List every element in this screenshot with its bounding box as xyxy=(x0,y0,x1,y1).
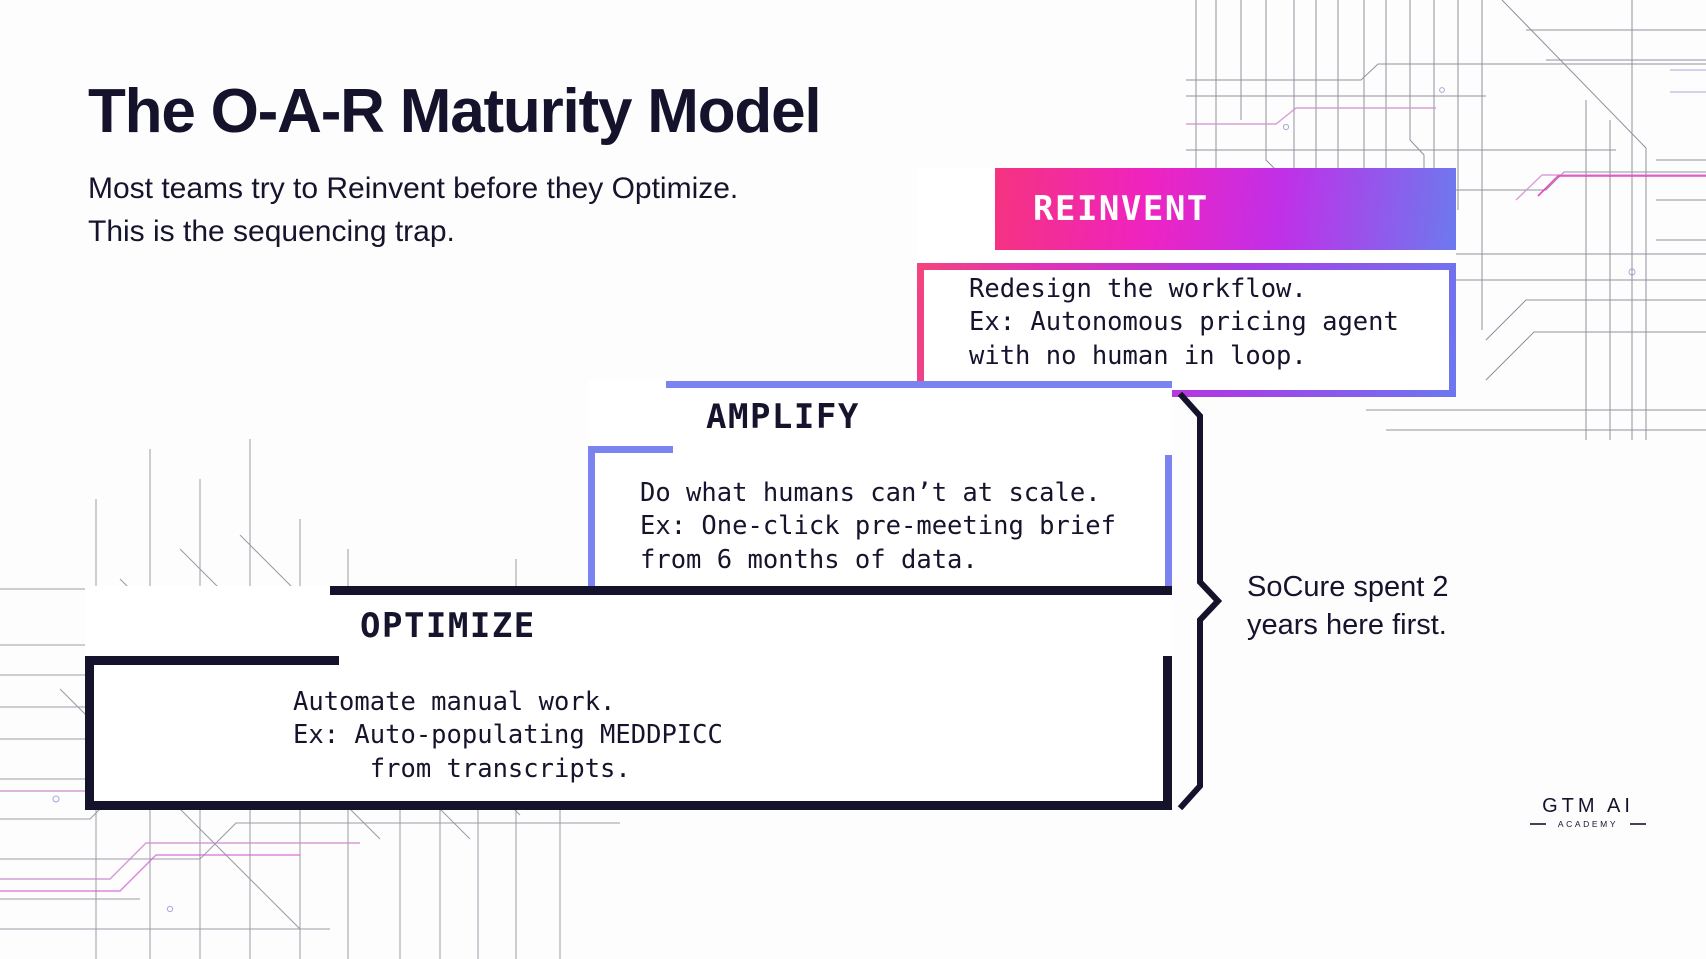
logo-chevron-bottom xyxy=(1526,831,1606,855)
stage-card-amplify[interactable]: AMPLIFY Do what humans can’t at scale. E… xyxy=(588,381,1172,595)
optimize-body-line-3: from transcripts. xyxy=(293,753,631,784)
optimize-body-line-2: Ex: Auto-populating MEDDPICC xyxy=(293,720,723,751)
reinvent-label: REINVENT xyxy=(1033,189,1209,229)
optimize-label-wrap: OPTIMIZE xyxy=(360,606,536,646)
logo-wordmark: GTM AI xyxy=(1542,795,1634,817)
annotation-note: SoCure spent 2 years here first. xyxy=(1247,568,1507,645)
headline-block: The O-A-R Maturity Model Most teams try … xyxy=(88,77,948,253)
optimize-notch-mask xyxy=(339,648,1163,668)
logo-subword: ACADEMY xyxy=(1558,819,1618,829)
page-title: The O-A-R Maturity Model xyxy=(88,77,822,146)
reinvent-header-band: REINVENT xyxy=(995,168,1456,250)
annotation-line-2: years here first. xyxy=(1247,609,1447,642)
reinvent-body: Redesign the workflow. Ex: Autonomous pr… xyxy=(969,273,1399,373)
amplify-label: AMPLIFY xyxy=(706,397,860,437)
stage-card-reinvent[interactable]: REINVENT Redesign the workflow. Ex: Auto… xyxy=(917,168,1456,397)
amplify-label-wrap: AMPLIFY xyxy=(706,397,860,437)
annotation-brace-icon xyxy=(1177,392,1222,810)
gtm-ai-academy-logo: GTM AI ACADEMY xyxy=(1526,746,1646,855)
amplify-body-line-3: from 6 months of data. xyxy=(640,544,978,575)
reinvent-body-line-2: Ex: Autonomous pricing agent xyxy=(969,307,1399,338)
logo-chevron-top xyxy=(1526,746,1641,788)
amplify-body-line-2: Ex: One-click pre-meeting brief xyxy=(640,511,1116,542)
stage-card-optimize[interactable]: OPTIMIZE Automate manual work. Ex: Auto-… xyxy=(85,586,1172,810)
amplify-body: Do what humans can’t at scale. Ex: One-c… xyxy=(640,477,1116,577)
optimize-label: OPTIMIZE xyxy=(360,606,536,646)
amplify-notch-mask xyxy=(673,439,1172,455)
reinvent-body-line-1: Redesign the workflow. xyxy=(969,274,1307,304)
optimize-body: Automate manual work. Ex: Auto-populatin… xyxy=(293,686,723,786)
reinvent-body-line-3: with no human in loop. xyxy=(969,340,1307,371)
annotation-line-1: SoCure spent 2 xyxy=(1247,571,1449,603)
page-subtitle: Most teams try to Reinvent before they O… xyxy=(88,172,739,248)
amplify-body-line-1: Do what humans can’t at scale. xyxy=(640,478,1101,508)
optimize-body-line-1: Automate manual work. xyxy=(293,687,616,717)
